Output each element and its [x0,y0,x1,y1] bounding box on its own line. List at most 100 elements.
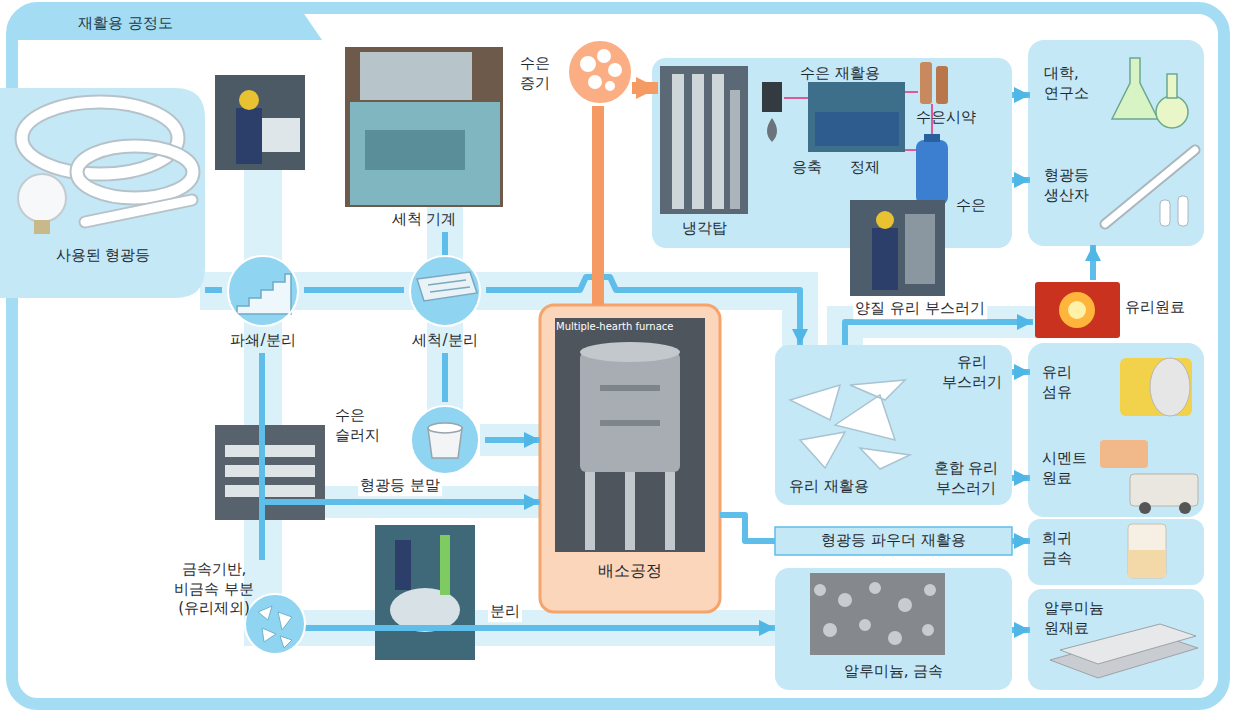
photo-detail [585,472,595,550]
source-panel: 사용된 형광등 [0,88,205,298]
diagram-title: 재활용 공정도 [78,14,173,34]
title-tab [18,8,322,40]
flow-connector [486,277,800,345]
tube-icon [1178,196,1188,226]
sludge-circle: 수은 슬러지 [335,402,485,478]
panel-fill [652,58,1012,248]
edge-label: 양질 유리 부스러기 [853,299,987,319]
photo-box: 냉각탑 [658,62,750,241]
node-text: 금속기반, 비금속 부분 (유리제외) [160,560,268,619]
crusher-icon [237,274,291,314]
circle-fill [410,256,480,326]
label-wrap: 응축 [792,158,822,178]
circle-fill [245,594,305,654]
node-text: 시멘트 원료 [1042,449,1098,488]
output-box: 형광등 생산자 [1030,140,1202,245]
recycling-panel: 냉각탑수은 재활용 [652,58,1012,248]
panel-fill [775,568,1012,690]
flow-connector [305,625,775,631]
node-text: 대학, 연구소 [1044,64,1104,103]
scrap-photo [810,573,945,655]
photo-box: 세척 기계 [343,45,505,232]
pipe-line [784,92,932,150]
panel-fill [1028,40,1204,246]
product-label: 수은시약 [916,108,976,128]
circle-fill [411,406,479,474]
node-text: 희귀 금속 [1042,529,1086,568]
node-text: 알루미늄, 금속 [775,662,1012,682]
photo-detail [600,420,660,426]
step-label: 정제 [850,158,880,178]
photo-detail [225,445,315,457]
edge-label-wrap: 양질 유리 부스러기 [853,299,987,319]
node-text: 형광등 파우더 재활용 [775,531,1012,551]
edge-label-wrap: 유리 부스러기 [937,353,1007,392]
part-circle: 금속기반, 비금속 부분 (유리제외) [160,560,305,658]
flask-icon [1156,96,1188,128]
label-wrap: 수은시약 [916,108,976,128]
bottle-icon [936,66,948,104]
circle-border [411,406,479,474]
flow-connector [442,353,448,402]
photo-detail [580,342,680,362]
photo-detail [815,112,899,146]
sludge-icon [428,423,462,433]
lamp-tube [85,200,192,222]
panel-fill [540,305,720,612]
output-box: 시멘트 원료 [1030,431,1202,516]
wool-icon [1120,358,1192,416]
photo-detail [225,465,315,477]
photo-detail [365,130,465,170]
node-text: 형광등 생산자 [1044,166,1104,205]
photo-detail [665,472,675,550]
panel-fill [1028,519,1204,585]
process-panel: 배소공정 [540,305,720,612]
node-text: 유리원료 [1125,298,1201,318]
flow-connector [720,515,775,541]
jar-icon [1128,524,1166,578]
photo-detail [236,108,262,164]
node-text: 파쇄/분리 [222,331,304,351]
band-fill [775,527,1012,555]
circle-outline [520,40,632,106]
recycling-panel: 알루미늄, 금속 [775,568,1012,690]
flow-connector [845,322,1033,345]
circle-fill [568,40,632,104]
circle-border [245,594,305,654]
edge-label-wrap: 분리 [488,602,522,622]
lamp-tube [77,146,193,198]
shard-icon [258,606,292,648]
process-circle: 세척/분리 [404,255,486,353]
furnace-photo [555,318,705,552]
purify-photo [808,82,905,152]
jar-icon [1128,550,1166,578]
lamp-tube [22,102,178,174]
photo-detail [872,228,898,290]
flow-connector [632,82,658,94]
photo-detail [350,102,500,205]
node-text: 수은 슬러지 [335,406,411,445]
panel-fill [0,88,205,298]
photo-detail [730,90,740,209]
flow-band [244,170,282,640]
flow-band [480,424,542,456]
edge-label: 유리 부스러기 [937,353,1007,392]
edge-label: 혼합 유리 부스러기 [922,459,1010,498]
truck-icon [1179,502,1191,514]
drop-icon [767,118,777,142]
flow-connector [592,106,604,305]
cement-bag [1100,440,1148,468]
photo-caption: Multiple-hearth furnace [556,320,673,333]
edge-label: 분리 [488,602,522,622]
photo-detail [262,118,300,152]
lamp-tube [22,102,178,174]
label-wrap: 정제 [850,158,880,178]
flow-connector [1012,627,1030,633]
step-label: 응축 [792,158,822,178]
node-text: 세척/분리 [404,331,486,351]
machine-photo [345,47,503,207]
furnace-icon [1059,292,1095,328]
lamp-base [34,220,50,234]
lamp-bulb [18,174,66,222]
